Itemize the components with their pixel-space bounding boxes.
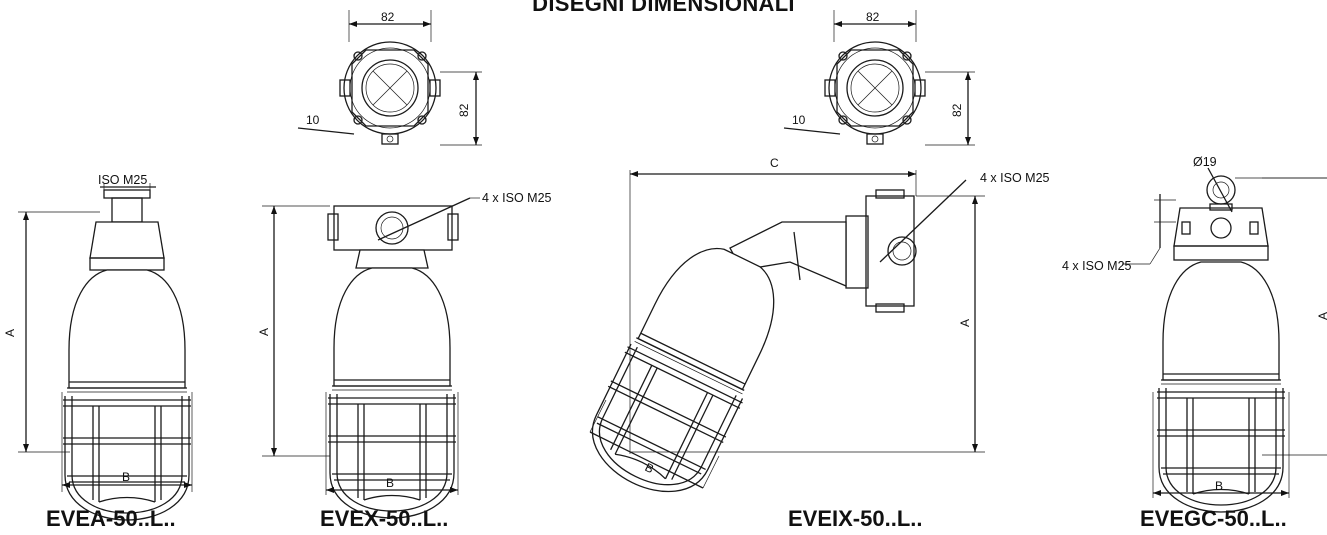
- evex-dim-a: A: [257, 328, 271, 336]
- evea-dim-b: B: [122, 470, 130, 484]
- evegc-dim-a: A: [1316, 312, 1327, 320]
- evegc-dim-b: B: [1215, 479, 1223, 493]
- eveix-drawing: [574, 10, 985, 512]
- eveix-dim-c: C: [770, 156, 779, 170]
- evex-dim-b: B: [386, 476, 394, 490]
- model-label-evegc: EVEGC-50..L..: [1140, 506, 1287, 531]
- eveix-dim-82-height: 82: [950, 103, 964, 117]
- eveix-dim-hole: 10: [792, 113, 806, 127]
- evex-drawing: [262, 10, 482, 519]
- page-title: DISEGNI DIMENSIONALI: [532, 0, 795, 16]
- model-label-evex: EVEX-50..L..: [320, 506, 449, 531]
- evea-dim-a: A: [3, 329, 17, 337]
- evex-iso-label: 4 x ISO M25: [482, 191, 552, 205]
- eveix-dim-b: B: [643, 460, 656, 476]
- eveix-dim-82-width: 82: [866, 10, 880, 24]
- eveix-iso-label: 4 x ISO M25: [980, 171, 1050, 185]
- evea-iso-label: ISO M25: [98, 173, 147, 187]
- evea-drawing: [18, 183, 193, 521]
- evegc-ring-diameter: Ø19: [1193, 155, 1217, 169]
- evex-dim-82-width: 82: [381, 10, 395, 24]
- evegc-drawing: [1122, 167, 1327, 513]
- model-label-evea: EVEA-50..L..: [46, 506, 176, 531]
- evex-dim-hole: 10: [306, 113, 320, 127]
- model-label-eveix: EVEIX-50..L..: [788, 506, 923, 531]
- evex-dim-82-height: 82: [457, 103, 471, 117]
- evegc-iso-label: 4 x ISO M25: [1062, 259, 1132, 273]
- eveix-dim-a: A: [958, 319, 972, 327]
